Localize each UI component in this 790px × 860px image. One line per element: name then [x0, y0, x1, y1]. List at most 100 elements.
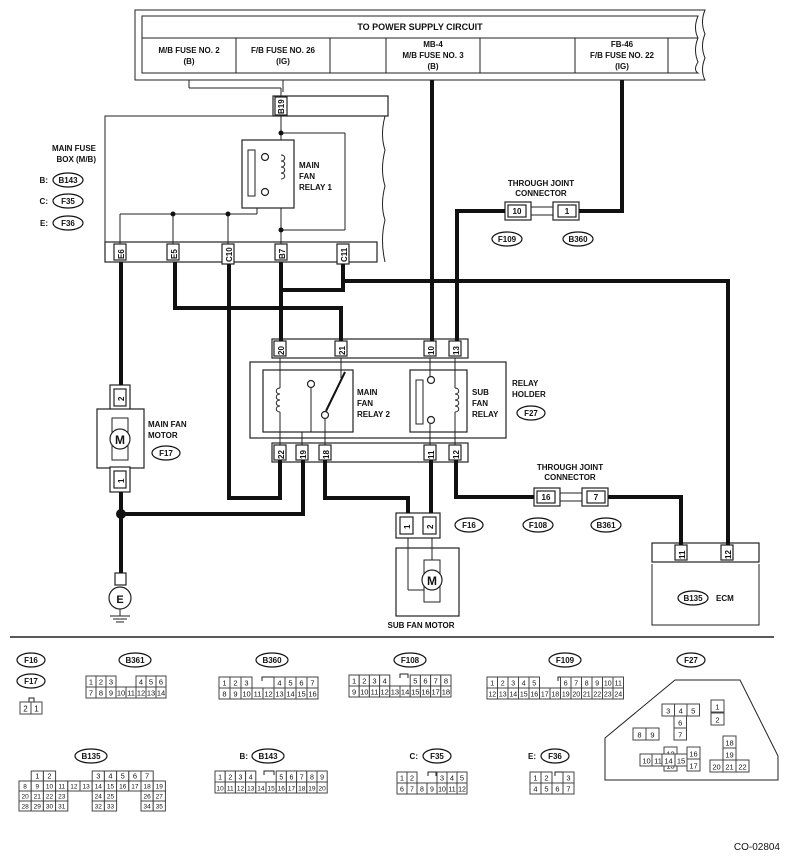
pin-number: 7: [678, 731, 682, 740]
tj2-pin-b: 7: [594, 493, 599, 502]
pin-number: 8: [222, 690, 226, 699]
pin-number: 23: [604, 692, 612, 699]
pinout-b361-tag: B361: [125, 656, 145, 665]
pin-number: 3: [666, 707, 670, 716]
tj1-pin-b: 1: [565, 207, 570, 216]
pin-number: 23: [58, 794, 66, 801]
pin-number: 24: [614, 692, 622, 699]
pin-number: 25: [107, 794, 115, 801]
pin-number: 18: [143, 784, 151, 791]
pin-number: 29: [34, 804, 42, 811]
pin-number: 6: [555, 785, 559, 794]
pin-number: 10: [242, 690, 250, 699]
pin-number: 3: [566, 774, 570, 783]
pin-number: 21: [34, 794, 42, 801]
pin-number: 33: [107, 804, 115, 811]
ecm-tag: B135: [683, 594, 703, 603]
pin-number: 10: [604, 681, 612, 688]
pin-number: 18: [442, 688, 450, 697]
pin-number: 5: [279, 775, 283, 782]
pin-cell: [562, 782, 575, 795]
connector-latch: [28, 697, 35, 702]
pin-number: 2: [47, 772, 51, 781]
pin-cell: [306, 687, 319, 700]
mainfuse-c-prefix: C:: [40, 197, 48, 206]
main-fan-relay-1: [241, 139, 295, 209]
connector-latch: [554, 771, 564, 776]
sub-relay-label-3: RELAY: [472, 410, 499, 419]
pin-number: 22: [46, 794, 54, 801]
pin-number: 10: [46, 784, 54, 791]
mainfuse-b-prefix: B:: [40, 176, 48, 185]
pin-number: 12: [488, 692, 496, 699]
ground-label: E: [116, 594, 123, 606]
pin-number: 11: [227, 786, 234, 793]
rh-bottom-pin-12: 12: [452, 450, 461, 459]
pin-number: 18: [725, 739, 733, 748]
pinout-f27-tag: F27: [684, 656, 698, 665]
pin-number: 12: [137, 689, 145, 698]
power-col2-line1: F/B FUSE NO. 26: [251, 46, 316, 55]
pinout-f36-tag: F36: [548, 752, 562, 761]
pin-number: 6: [159, 678, 163, 687]
pin-number: 3: [511, 681, 515, 688]
pin-number: 9: [430, 787, 434, 794]
pin-number: 16: [530, 692, 538, 699]
sub-fan-motor: 1 2 M SUB FAN MOTOR F16: [388, 512, 484, 630]
rh-top-pin-10: 10: [427, 346, 436, 355]
pin-number: 4: [679, 707, 683, 716]
pin-number: 9: [233, 690, 237, 699]
pin-number: 17: [689, 762, 697, 771]
pinout-f36-prefix: E:: [528, 752, 536, 761]
pin-number: 5: [121, 772, 125, 781]
main-fuse-box: B19 E6 E5 C10 B7 C11 MAIN FAN RELAY 1: [40, 80, 389, 265]
pin-number: 12: [458, 787, 466, 794]
main-motor-label-1: MAIN FAN: [148, 420, 187, 429]
pin-number: 10: [216, 786, 224, 793]
pin-number: 8: [99, 689, 103, 698]
pin-number: 6: [299, 679, 303, 688]
pin-number: 8: [637, 731, 641, 740]
sub-relay-label-1: SUB: [472, 388, 489, 397]
pinout-b143-tag: B143: [258, 752, 278, 761]
pin-number: 5: [288, 679, 292, 688]
main-fan-motor: 2 M 1 MAIN FAN MOTOR F17: [96, 384, 187, 493]
pin-cell: [103, 800, 118, 812]
pin-number: 17: [541, 692, 549, 699]
pin-number: 1: [222, 679, 226, 688]
pin-number: 9: [109, 689, 113, 698]
tj2-label-2: CONNECTOR: [544, 473, 596, 482]
pin-number: 5: [149, 678, 153, 687]
pin-number: 7: [145, 772, 149, 781]
pin-number: 2: [23, 705, 28, 714]
pin-number: 9: [35, 784, 39, 791]
pin-number: 15: [107, 784, 115, 791]
pin-number: 3: [239, 775, 243, 782]
pin-number: 13: [499, 692, 507, 699]
pin-number: 13: [247, 786, 255, 793]
pinout-f16-tag: F16: [24, 656, 38, 665]
pin-number: 1: [34, 705, 39, 714]
tj2-tag-a: F108: [529, 521, 548, 530]
main-motor-tag: F17: [159, 449, 173, 458]
pin-number: 11: [127, 689, 135, 698]
pin-number: 12: [237, 786, 245, 793]
power-col4-line1: FB-46: [611, 40, 634, 49]
pin-number: 12: [381, 688, 389, 697]
pin-number: 11: [58, 784, 65, 791]
pin-cell: [686, 703, 700, 717]
main-motor-pin-top: 2: [117, 396, 126, 401]
pin-number: 10: [360, 688, 368, 697]
pin-number: 7: [434, 677, 438, 686]
pin-number: 3: [440, 774, 444, 783]
pin-number: 5: [413, 677, 417, 686]
power-col4-line2: F/B FUSE NO. 22: [590, 51, 655, 60]
pin-number: 12: [264, 690, 272, 699]
pin-number: 2: [228, 775, 232, 782]
pin-number: 4: [383, 677, 387, 686]
pinout-f27-outline: [604, 679, 779, 781]
